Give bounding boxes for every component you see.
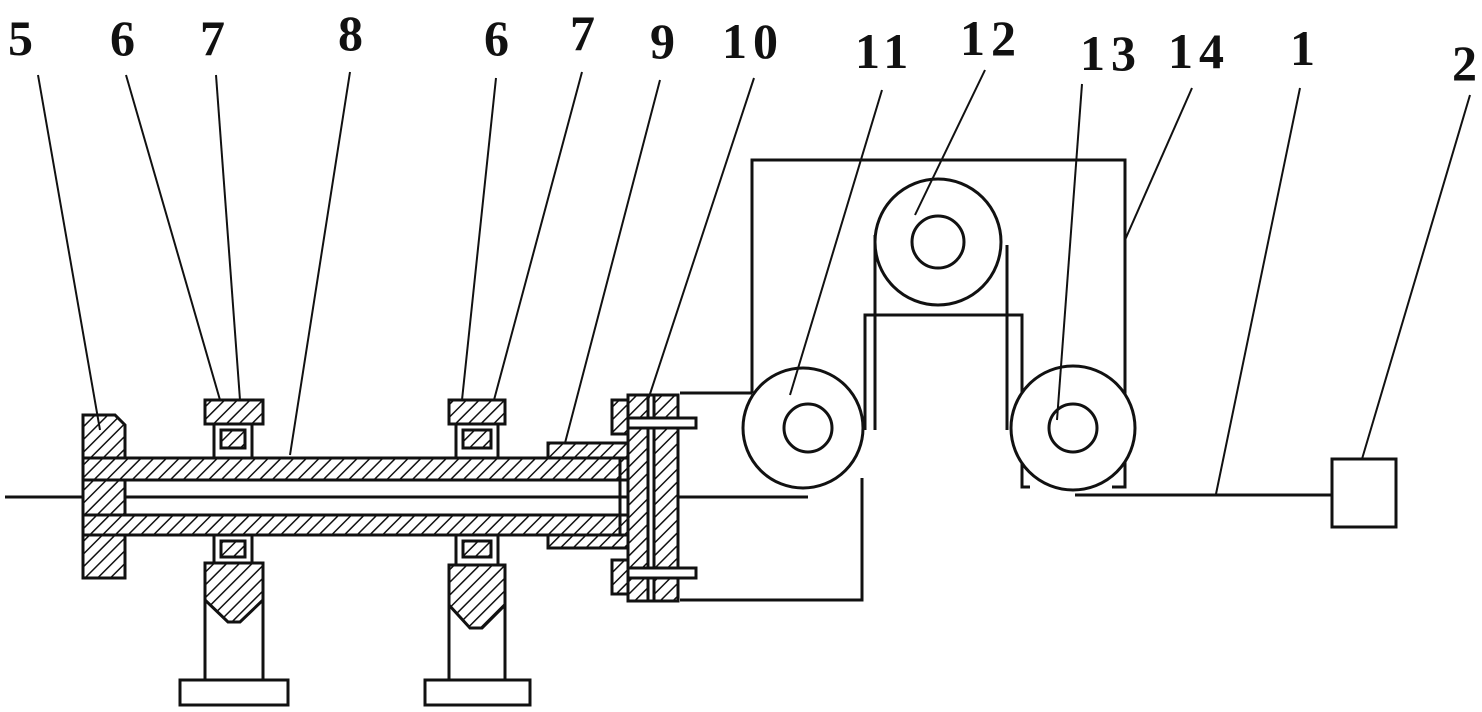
sleeve-9 <box>546 441 630 550</box>
shaft-8-lower <box>81 513 630 537</box>
callout-6a: 6 <box>110 10 135 66</box>
callout-13: 13 <box>1080 25 1142 81</box>
flange-5 <box>81 413 127 580</box>
pulley-11 <box>741 366 865 490</box>
leader-lines <box>37 69 1471 495</box>
bearing-seat-right <box>423 398 532 707</box>
callout-5: 5 <box>8 10 33 66</box>
callout-9: 9 <box>650 13 675 69</box>
callout-1: 1 <box>1290 20 1315 76</box>
pulley-13 <box>1009 364 1137 492</box>
callout-7b: 7 <box>570 5 595 61</box>
connector-lines <box>680 391 864 602</box>
callout-12: 12 <box>960 10 1022 66</box>
callout-6b: 6 <box>484 10 509 66</box>
callout-14: 14 <box>1168 23 1230 79</box>
callout-8: 8 <box>338 5 363 61</box>
bearing-seat-left <box>178 398 290 707</box>
coupling-10 <box>610 393 698 603</box>
shaft-8-upper <box>81 456 630 482</box>
frame-14 <box>750 158 1127 489</box>
end-box-2 <box>1330 457 1398 529</box>
callout-2: 2 <box>1452 35 1477 91</box>
callout-10: 10 <box>722 13 784 69</box>
callout-11: 11 <box>855 23 914 79</box>
callout-labels: 5 6 7 8 6 7 9 10 11 12 13 14 1 2 <box>8 5 1477 91</box>
pulley-12 <box>873 177 1003 307</box>
callout-7a: 7 <box>200 10 225 66</box>
